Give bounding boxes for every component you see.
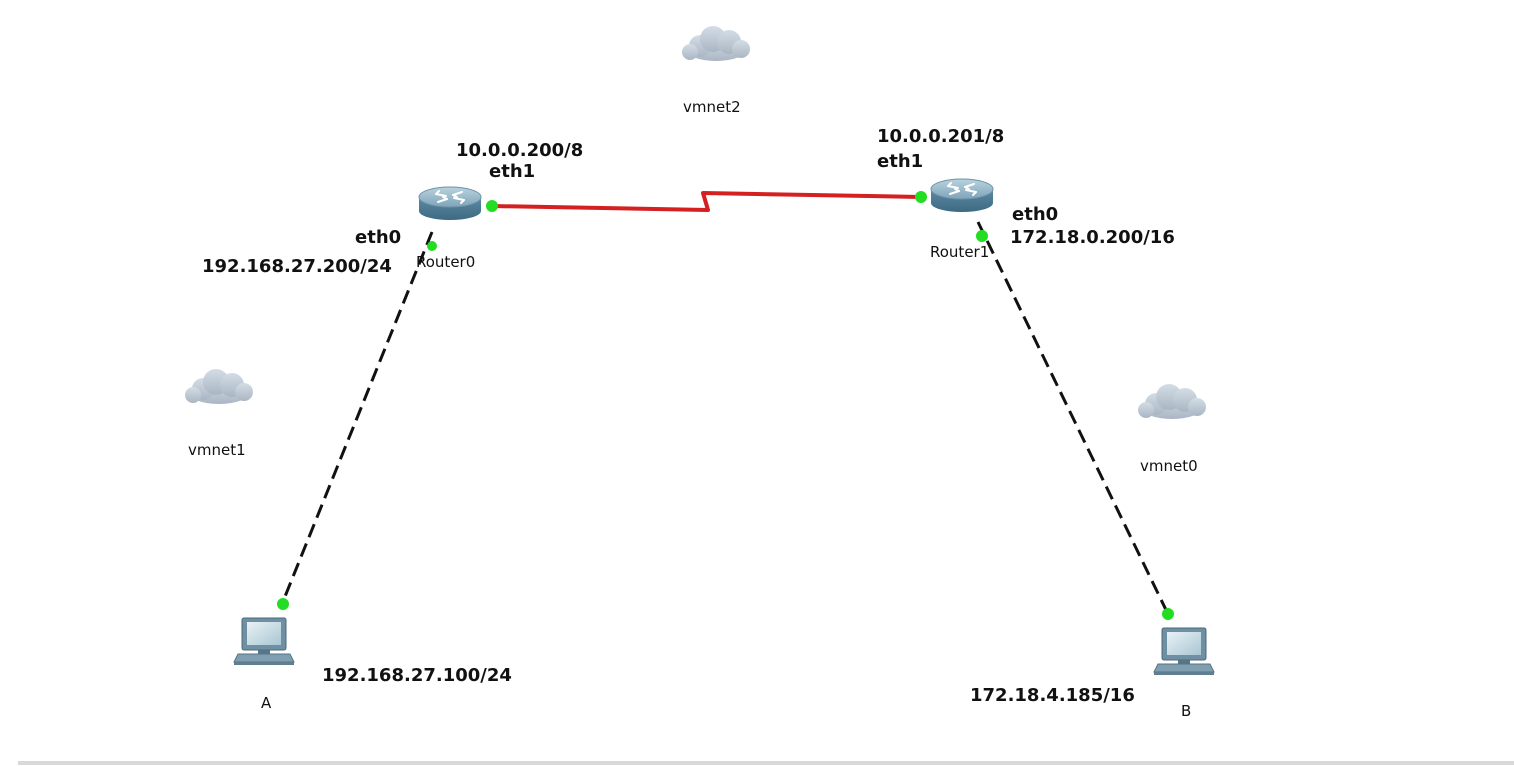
pc-a-port-indicator <box>277 598 289 610</box>
router0-eth1-port-indicator <box>486 200 498 212</box>
ethernet-link-router1-pc-b <box>976 221 1170 615</box>
router1-icon[interactable] <box>930 178 994 213</box>
pc-b-icon[interactable] <box>1153 627 1215 676</box>
cloud-vmnet2-label: vmnet2 <box>683 98 741 116</box>
cloud-vmnet1-label: vmnet1 <box>188 441 246 459</box>
ethernet-link-router0-pc-a <box>280 231 434 605</box>
pc-a-label: A <box>261 694 272 712</box>
router1-eth0-ip-label: 172.18.0.200/16 <box>1010 227 1175 248</box>
pc-b-port-indicator <box>1162 608 1174 620</box>
router1-eth1-port-indicator <box>915 191 927 203</box>
router0-eth0-name-label: eth0 <box>355 227 402 248</box>
router0-eth1-name-label: eth1 <box>489 161 536 182</box>
pc-b-ip-label: 172.18.4.185/16 <box>970 685 1135 706</box>
pc-b-label: B <box>1181 702 1192 720</box>
pc-a-icon[interactable] <box>233 617 295 666</box>
pc-a-ip-label: 192.168.27.100/24 <box>322 665 512 686</box>
router0-eth1-ip-label: 10.0.0.200/8 <box>456 140 584 161</box>
router1-label: Router1 <box>930 243 990 261</box>
cloud-vmnet1-icon[interactable] <box>185 369 253 404</box>
router1-eth0-port-indicator <box>976 230 988 242</box>
horizontal-scrollbar[interactable] <box>18 761 1514 765</box>
cloud-vmnet0-label: vmnet0 <box>1140 457 1198 475</box>
router0-icon[interactable] <box>418 186 482 221</box>
serial-link-router0-router1 <box>491 191 922 212</box>
router0-eth0-port-indicator <box>427 241 437 251</box>
router1-eth1-ip-label: 10.0.0.201/8 <box>877 126 1005 147</box>
cloud-vmnet0-icon[interactable] <box>1138 384 1206 419</box>
router1-eth0-name-label: eth0 <box>1012 204 1059 225</box>
router0-eth0-ip-label: 192.168.27.200/24 <box>202 256 392 277</box>
router0-label: Router0 <box>416 253 476 271</box>
router1-eth1-name-label: eth1 <box>877 151 924 172</box>
cloud-vmnet2-icon[interactable] <box>682 26 750 61</box>
